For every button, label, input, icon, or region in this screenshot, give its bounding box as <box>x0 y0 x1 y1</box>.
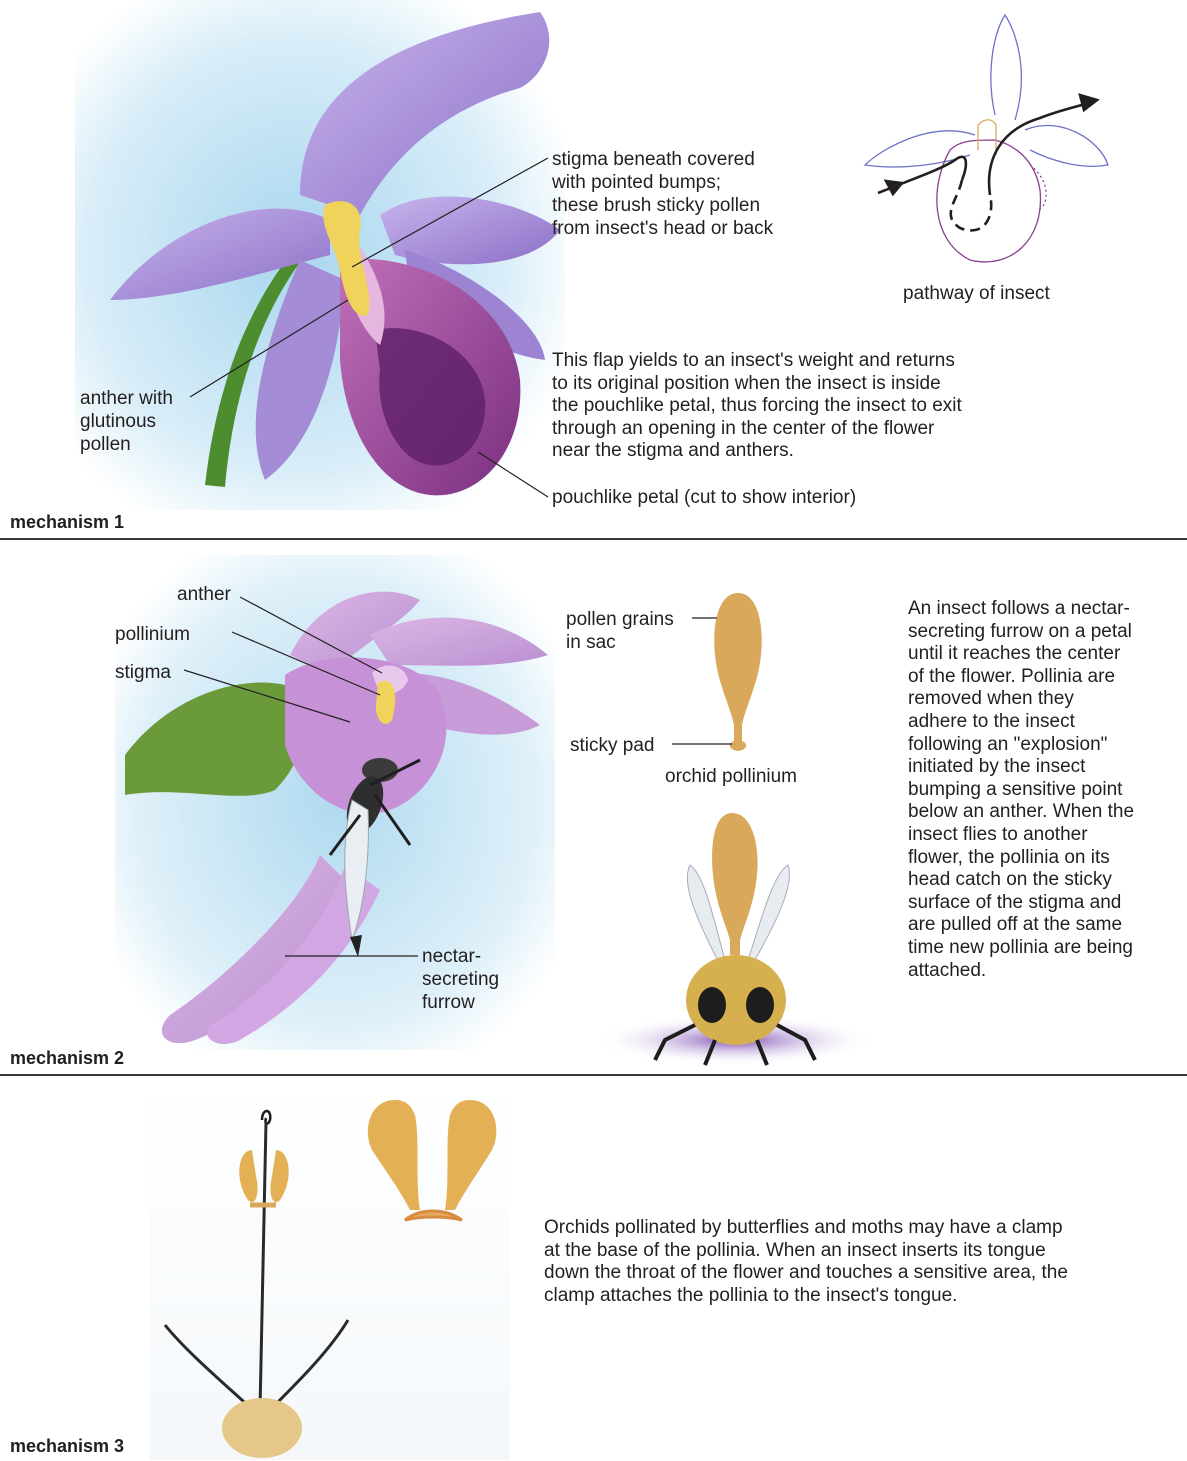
furrow-label-line-3: furrow <box>422 991 499 1014</box>
pathway-caption: pathway of insect <box>903 282 1050 305</box>
furrow-label-line-1: nectar- <box>422 945 499 968</box>
stigma-label-line-2: with pointed bumps; <box>552 171 773 194</box>
stigma-label: stigma beneath covered with pointed bump… <box>552 148 773 240</box>
desc2-line-7: following an "explosion" <box>908 734 1183 757</box>
flap-description: This flap yields to an insect's weight a… <box>552 350 1012 463</box>
pathway-diagram <box>865 15 1108 262</box>
flap-description-line-3: the pouchlike petal, thus forcing the in… <box>552 395 1012 418</box>
desc2-line-8: initiated by the insect <box>908 756 1183 779</box>
desc3-line-4: clamp attaches the pollinia to the insec… <box>544 1285 1164 1308</box>
desc2-line-2: secreting furrow on a petal <box>908 621 1183 644</box>
mechanism-1-panel: stigma beneath covered with pointed bump… <box>0 0 1187 540</box>
mechanism-1-label: mechanism 1 <box>10 512 124 533</box>
desc2-line-17: attached. <box>908 960 1183 983</box>
mechanism-2-panel: anther pollinium stigma nectar- secretin… <box>0 545 1187 1075</box>
anther-label-line-2: glutinous <box>80 410 173 433</box>
pollen-label-line-1: pollen grains <box>566 608 674 631</box>
flap-description-line-2: to its original position when the insect… <box>552 373 1012 396</box>
desc2-line-1: An insect follows a nectar- <box>908 598 1183 621</box>
mechanism-2-label: mechanism 2 <box>10 1048 124 1069</box>
desc2-line-16: time new pollinia are being <box>908 937 1183 960</box>
desc2-line-5: removed when they <box>908 688 1183 711</box>
section-divider-1 <box>0 538 1187 540</box>
pollen-label-line-2: in sac <box>566 631 674 654</box>
desc2-line-4: of the flower. Pollinia are <box>908 666 1183 689</box>
desc2-line-15: are pulled off at the same <box>908 914 1183 937</box>
pollinium-detail <box>714 593 761 751</box>
furrow-label-line-2: secreting <box>422 968 499 991</box>
pollen-grains-label: pollen grains in sac <box>566 608 674 654</box>
sticky-pad-label: sticky pad <box>570 734 654 757</box>
desc2-line-14: surface of the stigma and <box>908 892 1183 915</box>
anther-label: anther with glutinous pollen <box>80 387 173 456</box>
pollinium-shape <box>376 681 395 724</box>
mechanism-3-description: Orchids pollinated by butterflies and mo… <box>544 1217 1164 1307</box>
flap-description-line-4: through an opening in the center of the … <box>552 418 1012 441</box>
pollinium-label: pollinium <box>115 623 190 646</box>
orchid-pollinium-caption: orchid pollinium <box>665 765 797 788</box>
mechanism-3-panel: Orchids pollinated by butterflies and mo… <box>0 1080 1187 1461</box>
mechanism-2-description: An insect follows a nectar- secreting fu… <box>908 598 1183 982</box>
furrow-label: nectar- secreting furrow <box>422 945 499 1014</box>
desc2-line-13: head catch on the sticky <box>908 869 1183 892</box>
bee-with-pollinium <box>595 813 875 1065</box>
desc2-line-12: flower, the pollinia on its <box>908 847 1183 870</box>
desc2-line-9: bumping a sensitive point <box>908 779 1183 802</box>
stigma-label-line-3: these brush sticky pollen <box>552 194 773 217</box>
desc2-line-6: adhere to the insect <box>908 711 1183 734</box>
desc2-line-11: insect flies to another <box>908 824 1183 847</box>
desc2-line-3: until it reaches the center <box>908 643 1183 666</box>
anther-label-2: anther <box>177 583 231 606</box>
anther-label-line-1: anther with <box>80 387 173 410</box>
section-divider-2 <box>0 1074 1187 1076</box>
desc3-line-1: Orchids pollinated by butterflies and mo… <box>544 1217 1164 1240</box>
stigma-label-line-1: stigma beneath covered <box>552 148 773 171</box>
flap-description-line-5: near the stigma and anthers. <box>552 440 1012 463</box>
stigma-label-2: stigma <box>115 661 171 684</box>
stigma-label-line-4: from insect's head or back <box>552 217 773 240</box>
pouch-label: pouchlike petal (cut to show interior) <box>552 486 856 509</box>
desc3-line-2: at the base of the pollinia. When an ins… <box>544 1240 1164 1263</box>
mechanism-3-label: mechanism 3 <box>10 1436 124 1457</box>
anther-label-line-3: pollen <box>80 433 173 456</box>
desc3-line-3: down the throat of the flower and touche… <box>544 1262 1164 1285</box>
flap-description-line-1: This flap yields to an insect's weight a… <box>552 350 1012 373</box>
desc2-line-10: below an anther. When the <box>908 801 1183 824</box>
